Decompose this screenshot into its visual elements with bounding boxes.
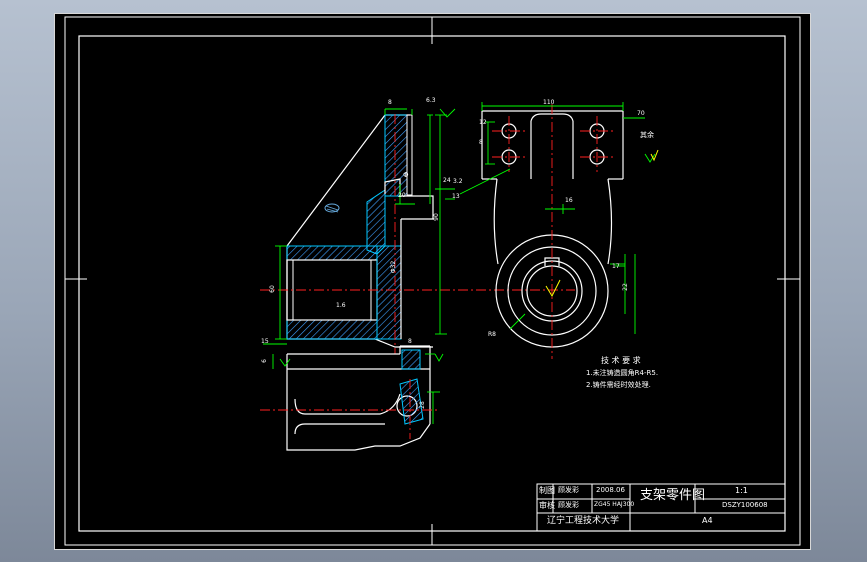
drawing-title: 支架零件图 xyxy=(640,488,706,503)
dim-12: 12 xyxy=(479,119,487,126)
left-dimensions xyxy=(275,108,456,340)
dim-110: 110 xyxy=(543,99,555,106)
dim-phi: Φ xyxy=(403,171,409,179)
bolt-holes xyxy=(501,123,605,165)
dim-phi-32: Φ32 xyxy=(390,260,398,274)
dim-8-hole: 8 xyxy=(479,139,483,146)
tech-req-item-1: 1.未注铸造圆角R4-R5. xyxy=(586,369,659,377)
roughness-3-2: 3.2 xyxy=(453,178,463,185)
sheet-size: A4 xyxy=(702,516,713,525)
bottom-view-hatch xyxy=(399,349,424,425)
row2-label: 审核 xyxy=(539,501,555,510)
dim-60-left: 60 xyxy=(268,285,276,293)
row1-date: 2008.06 xyxy=(596,486,625,494)
row2-name: 顾发彩 xyxy=(558,501,579,509)
school-name: 辽宁工程技术大学 xyxy=(547,516,620,526)
right-side-view xyxy=(481,110,624,348)
centering-marks xyxy=(65,17,800,545)
bottom-dimensions xyxy=(263,343,444,424)
roughness-other: 其余 xyxy=(640,131,654,139)
dim-22-side: 22 xyxy=(621,283,629,291)
left-centerlines xyxy=(260,114,575,354)
cad-viewport[interactable]: 制图 顾发彩 2008.06 审核 顾发彩 ZG45 HAJ300 支架零件图 … xyxy=(54,13,811,550)
scale: 1:1 xyxy=(735,486,748,495)
dim-24: 24 xyxy=(443,177,451,184)
roughness-1-6: 1.6 xyxy=(336,302,346,309)
tech-req-item-2: 2.铸件需经时效处理. xyxy=(586,381,651,389)
dim-90: 90 xyxy=(432,213,440,221)
dim-16: 16 xyxy=(565,197,573,204)
roughness-6-3: 6.3 xyxy=(426,97,436,104)
dim-15: 15 xyxy=(261,338,269,345)
bottom-centerlines xyxy=(260,379,440,439)
dim-6: 6 xyxy=(260,359,268,363)
dim-8-lower: 8 xyxy=(408,338,412,345)
bottom-view xyxy=(286,345,431,451)
dim-r8: R8 xyxy=(488,331,496,338)
dim-20: 20 xyxy=(398,192,406,199)
dim-28: 28 xyxy=(418,401,426,409)
left-section-view xyxy=(286,114,434,348)
title-block xyxy=(536,483,786,532)
dim-70: 70 xyxy=(637,110,645,117)
row2-extra: ZG45 HAJ300 xyxy=(594,501,635,508)
dim-13: 13 xyxy=(452,193,460,200)
drawing-canvas xyxy=(64,16,801,546)
dim-17: 17 xyxy=(612,263,620,270)
right-centerlines xyxy=(492,104,615,359)
row1-name: 顾发彩 xyxy=(558,486,579,494)
roughness-markers-yellow xyxy=(545,149,659,298)
row1-label: 制图 xyxy=(539,486,555,495)
right-dimensions xyxy=(459,102,656,334)
drawing-frame xyxy=(78,35,786,532)
dim-8-top: 8 xyxy=(388,99,392,106)
tech-req-heading: 技 术 要 求 xyxy=(601,356,641,365)
drawing-number: DSZY100608 xyxy=(722,501,768,509)
